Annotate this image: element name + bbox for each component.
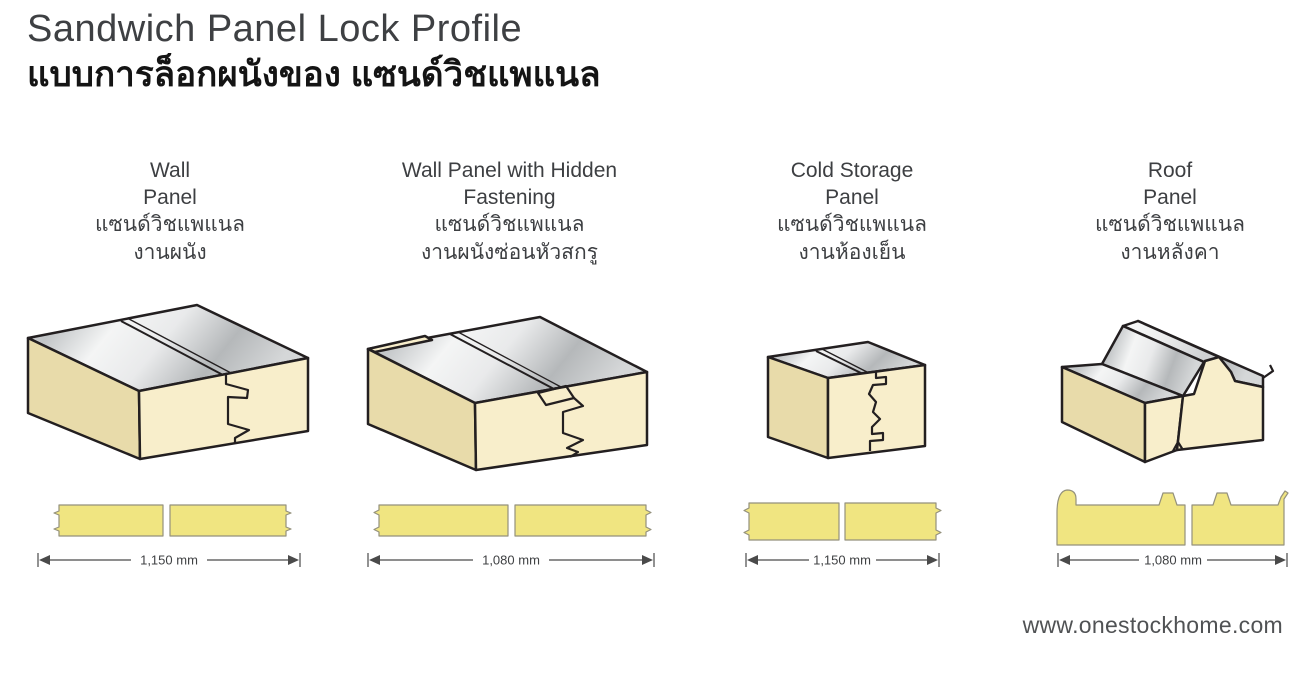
cross-section-left-half [1056,489,1186,546]
panel-name-line: Roof [1147,159,1193,182]
lock-profile-line [224,375,251,443]
lock-profile-line [867,372,888,451]
panel-joint-groove [449,333,555,390]
panel-header: Roof Panel แซนด์วิชแพแนล งานหลังคา [1025,157,1308,267]
roof-panel-cross-section [1056,489,1289,546]
bottom-lock-notch [1172,440,1184,452]
hidden-fastening-cross-section [373,504,652,537]
panel-name-thai-line: งานผนังซ่อนหัวสกรู [421,241,598,264]
panel-name-thai-line: แซนด์วิชแพแนล [1095,213,1245,236]
cross-section-left-half [53,504,164,537]
dimension-label: 1,150 mm [140,553,198,568]
panel-joint-groove [128,318,232,374]
panel-header: Cold Storage Panel แซนด์วิชแพแนล งานห้อง… [712,157,992,267]
roof-panel-illustration [1060,319,1275,464]
lock-profile-line [561,397,585,458]
panel-name-thai-line: แซนด์วิชแพแนล [777,213,927,236]
panel-name-thai-line: งานผนัง [133,241,207,264]
panel-column-hidden-fastening: Wall Panel with Hidden Fastening แซนด์วิ… [352,155,667,635]
dimension-label: 1,080 mm [1144,553,1202,568]
panel-name-line: Wall [149,159,191,182]
panel-name-line: Panel [143,186,197,209]
panel-name-line: Cold Storage [790,159,914,182]
dimension-line: 1,150 mm [745,553,940,568]
panel-name-line: Fastening [463,186,556,209]
arrow-left-icon [39,555,50,565]
panel-header: Wall Panel with Hidden Fastening แซนด์วิ… [352,157,667,267]
cross-section-right-half [169,504,292,537]
panel-name-thai-line: งานห้องเย็น [798,241,906,264]
wall-panel-cross-section [53,504,292,537]
arrow-left-icon [1059,555,1070,565]
page-subtitle-thai: แบบการล็อกผนังของ แซนด์วิชแพแนล [27,54,601,94]
arrow-right-icon [927,555,938,565]
foam-section-face [1175,355,1265,452]
wall-panel-illustration [26,303,310,461]
panel-name-line: Panel [1143,186,1197,209]
panel-name-line: Panel [825,186,879,209]
cross-section-right-half [1191,490,1289,546]
dimension-line: 1,150 mm [37,553,301,568]
panel-name-thai-line: แซนด์วิชแพแนล [95,213,245,236]
foam-front-face [137,356,310,461]
metal-edge-tail [1262,364,1275,379]
arrow-left-icon [747,555,758,565]
foam-front-face [826,363,927,460]
panel-joint-groove [457,331,562,388]
cold-storage-cross-section [743,502,942,541]
cross-section-left-half [743,502,840,541]
footer-website: www.onestockhome.com [1022,612,1283,638]
panel-column-roof: Roof Panel แซนด์วิชแพแนล งานหลังคา [1025,155,1308,635]
panel-joint-groove [821,348,868,373]
foam-front-face [473,370,649,472]
cross-section-right-half [844,502,942,541]
hidden-fastening-panel-illustration [366,315,649,472]
foam-front-face [1143,394,1185,464]
panel-name-line: Wall Panel with Hidden [401,159,618,182]
dimension-label: 1,080 mm [482,553,540,568]
cross-section-left-half [373,504,509,537]
panel-name-thai-line: งานหลังคา [1120,241,1220,264]
page-title-block: Sandwich Panel Lock Profile แบบการล็อกผน… [27,8,601,94]
panel-joint-groove [815,350,862,374]
panel-name-thai-line: แซนด์วิชแพแนล [434,213,585,236]
panel-column-cold-storage: Cold Storage Panel แซนด์วิชแพแนล งานห้อง… [712,155,992,635]
page-title: Sandwich Panel Lock Profile [27,8,523,50]
arrow-right-icon [1275,555,1286,565]
dimension-label: 1,150 mm [813,553,871,568]
panel-header: Wall Panel แซนด์วิชแพแนล งานผนัง [15,157,325,267]
arrow-left-icon [369,555,380,565]
dimension-line: 1,080 mm [1057,553,1288,568]
dimension-line: 1,080 mm [367,553,655,568]
panel-column-wall: Wall Panel แซนด์วิชแพแนล งานผนัง 1,150 m… [15,155,325,635]
panel-joint-groove [120,320,224,376]
arrow-right-icon [288,555,299,565]
arrow-right-icon [642,555,653,565]
cross-section-right-half [514,504,652,537]
cold-storage-panel-illustration [766,340,927,460]
